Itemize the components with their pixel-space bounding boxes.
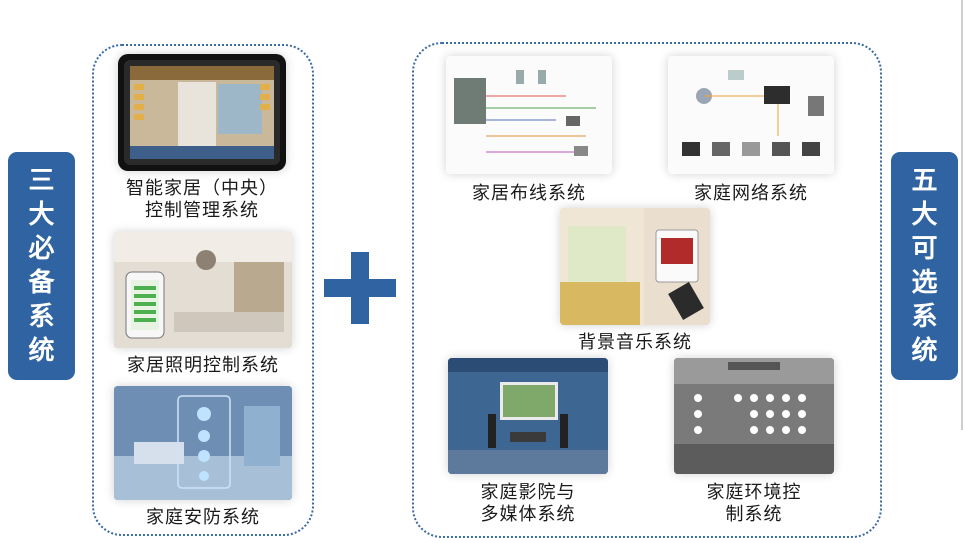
tab-char: 备 [28,268,55,298]
caption-line: 家庭影院与 [480,482,576,503]
page-edge-line [961,0,963,430]
tab-char: 五 [911,166,938,196]
home-theater-caption: 家庭影院与 多媒体系统 [440,482,616,526]
lighting-control-image [114,232,292,348]
caption-line: 家庭安防系统 [146,507,260,528]
tab-char: 三 [28,166,55,196]
caption-line: 背景音乐系统 [578,332,692,353]
wiring-system-image [446,56,612,174]
security-system-caption: 家庭安防系统 [108,507,298,529]
background-music-image [560,208,710,325]
caption-line: 家居布线系统 [472,183,586,204]
tab-char: 统 [911,336,938,366]
background-music-caption: 背景音乐系统 [560,332,710,354]
security-system-image [114,386,292,500]
tab-char: 必 [28,234,55,264]
network-system-image [668,56,834,174]
caption-line: 家居照明控制系统 [127,355,279,376]
tab-char: 选 [911,268,938,298]
tab-char: 大 [911,200,938,230]
wiring-system-caption: 家居布线系统 [446,183,612,205]
tab-char: 系 [28,302,55,332]
central-control-caption: 智能家居（中央） 控制管理系统 [110,178,294,222]
caption-line: 智能家居（中央） [126,178,278,199]
tab-char: 系 [911,302,938,332]
optional-systems-tab: 五 大 可 选 系 统 [891,152,958,380]
central-control-tablet-image [118,54,286,171]
required-systems-group [92,44,314,536]
required-systems-tab: 三 大 必 备 系 统 [8,152,75,380]
caption-line: 家庭环境控 [706,482,802,503]
network-system-caption: 家庭网络系统 [668,183,834,205]
tab-char: 统 [28,336,55,366]
caption-line: 控制管理系统 [145,200,259,221]
lighting-control-caption: 家居照明控制系统 [108,355,298,377]
environment-control-caption: 家庭环境控 制系统 [666,482,842,526]
plus-icon [351,252,369,324]
tab-char: 可 [911,234,938,264]
caption-line: 制系统 [725,504,783,525]
tab-char: 大 [28,200,55,230]
home-theater-image [448,358,608,474]
caption-line: 多媒体系统 [480,504,576,525]
caption-line: 家庭网络系统 [694,183,808,204]
optional-systems-group [412,42,882,538]
environment-control-image [674,358,834,474]
